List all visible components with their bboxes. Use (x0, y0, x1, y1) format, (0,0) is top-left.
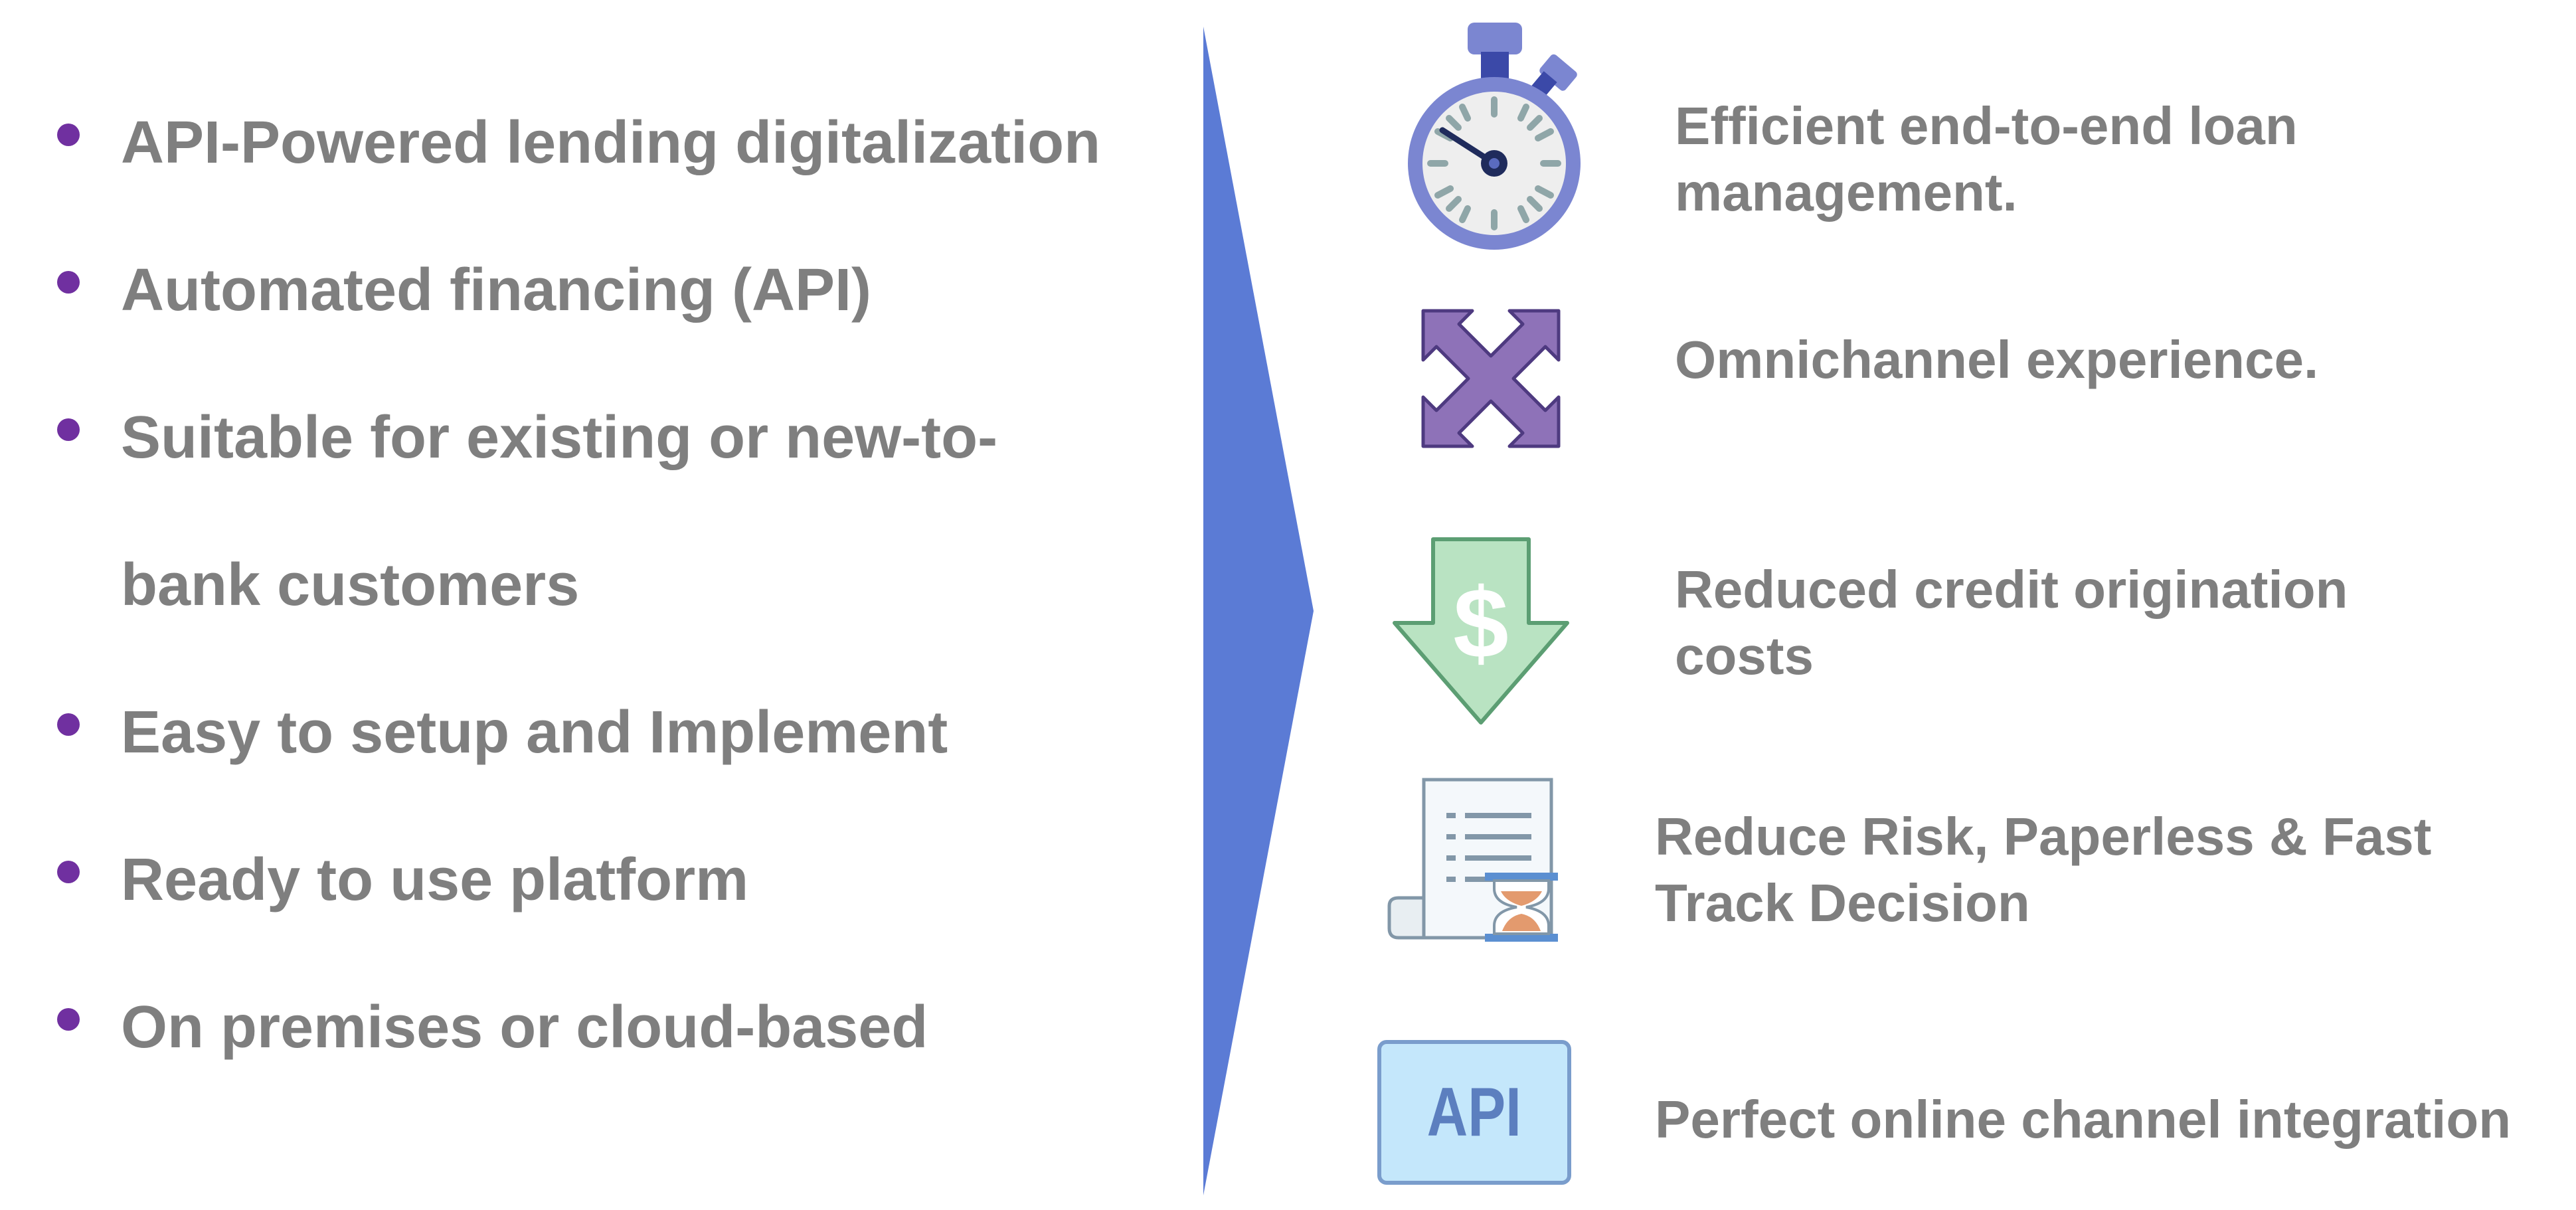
feature-item-text: Automated financing (API) (121, 257, 871, 323)
bullet-dot (57, 861, 80, 883)
feature-item-text: bank customers (121, 552, 580, 618)
benefit-text: Efficient end-to-end loan management. (1675, 96, 2298, 222)
benefit-text: Omnichannel experience. (1675, 330, 2319, 389)
dollar-down-arrow-icon: $ (1393, 537, 1569, 725)
bullet-dot (57, 124, 80, 146)
feature-item: Ready to use platform (0, 843, 1182, 923)
feature-item-text: On premises or cloud-based (121, 994, 928, 1061)
feature-item-continuation: bank customers (0, 549, 1182, 628)
stopwatch-icon (1408, 23, 1581, 250)
feature-item: API-Powered lending digitalization (0, 106, 1182, 186)
bullet-dot (57, 713, 80, 736)
svg-text:$: $ (1453, 567, 1508, 679)
api-badge-label: API (1426, 1073, 1522, 1151)
document-hourglass-icon (1387, 778, 1558, 942)
feature-item-text: Ready to use platform (121, 847, 749, 913)
benefit-text: Reduced credit origination costs (1675, 560, 2348, 685)
feature-item: On premises or cloud-based (0, 991, 1182, 1071)
benefit-text: Reduce Risk, Paperless & Fast Track Deci… (1655, 807, 2432, 932)
feature-item-text: Easy to setup and Implement (121, 699, 948, 766)
four-way-arrows-icon (1421, 309, 1561, 448)
feature-item: Suitable for existing or new-to- (0, 401, 1182, 481)
feature-item-text: API-Powered lending digitalization (121, 110, 1101, 176)
feature-list: API-Powered lending digitalization Autom… (0, 0, 1182, 1210)
chevron-arrow-icon (1203, 27, 1314, 1195)
feature-item-text: Suitable for existing or new-to- (121, 404, 998, 471)
bullet-dot (57, 1008, 80, 1031)
bullet-dot (57, 271, 80, 294)
benefit-text: Perfect online channel integration (1655, 1090, 2512, 1149)
feature-item: Easy to setup and Implement (0, 696, 1182, 776)
feature-item: Automated financing (API) (0, 254, 1182, 333)
bullet-dot (57, 418, 80, 441)
api-badge-icon: API (1377, 1040, 1571, 1185)
